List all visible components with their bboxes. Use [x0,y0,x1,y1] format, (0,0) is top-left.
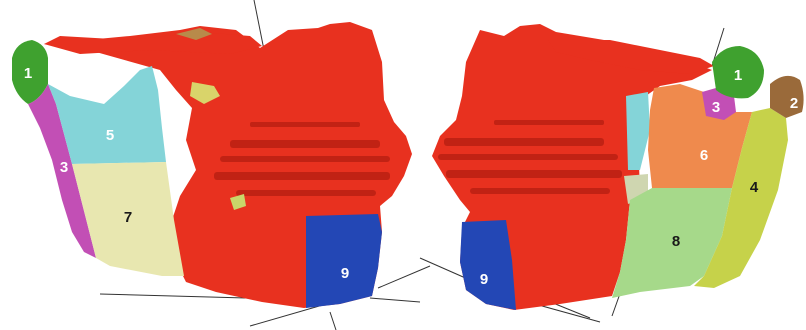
right-label-3: 3 [712,99,720,116]
leader-line [370,298,420,302]
right-cyan-fragment [626,92,650,170]
right-label-2: 2 [790,95,798,112]
leader-line [378,266,430,288]
right-label-9: 9 [480,271,488,288]
left-label-3: 3 [60,159,68,176]
right-label-6: 6 [700,147,708,164]
left-mandible-view: 1 3 5 7 9 [12,0,430,330]
right-label-8: 8 [672,233,680,250]
right-label-1: 1 [734,67,742,84]
right-label-4: 4 [750,179,759,196]
left-label-7: 7 [124,209,132,226]
right-region-9 [460,220,516,310]
leader-line [330,312,336,330]
left-label-9: 9 [341,265,349,282]
left-label-5: 5 [106,127,114,144]
right-mandible-view: 1 2 3 4 6 8 9 [420,24,804,322]
left-region-9 [306,214,382,308]
left-label-1: 1 [24,65,32,82]
